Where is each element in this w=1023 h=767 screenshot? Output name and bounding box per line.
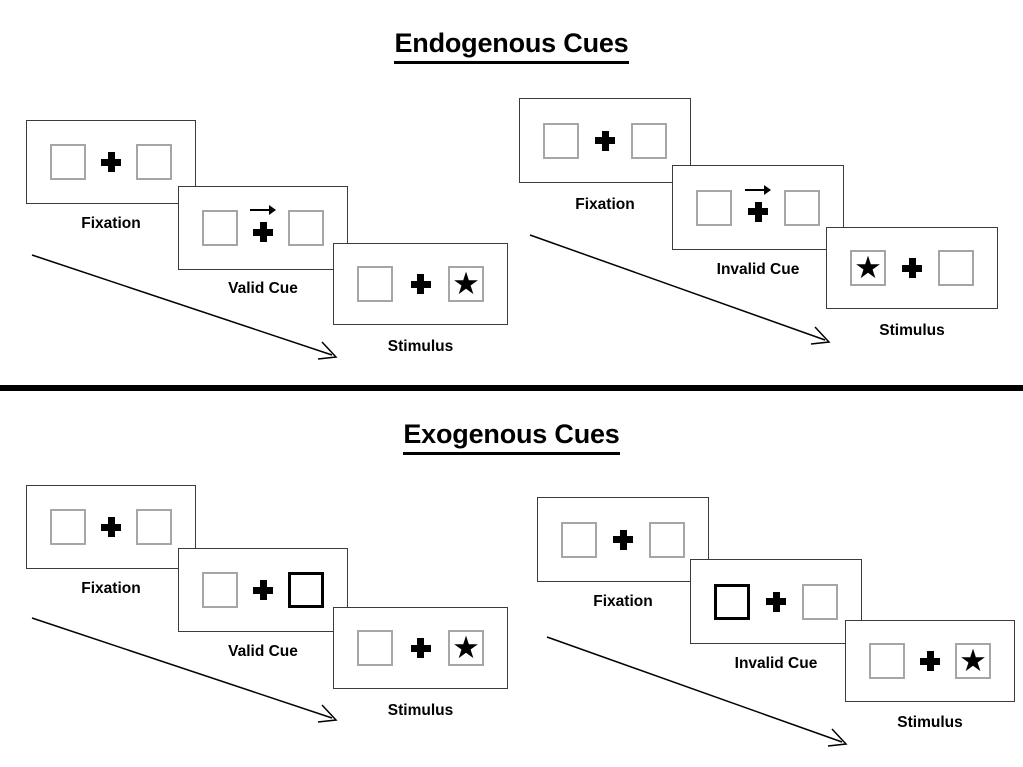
panel-exogenous-valid-cue[interactable] [178, 548, 348, 632]
panel-content: ★ [846, 621, 1014, 701]
cue-box-left [50, 509, 86, 545]
star-stimulus-icon: ★ [854, 250, 882, 285]
cue-box-right-with-stimulus: ★ [448, 630, 484, 666]
arrow-shaft [745, 188, 767, 191]
panel-content [673, 166, 843, 249]
stage-label-exogenous-valid-cue: Valid Cue [228, 643, 298, 660]
panel-endogenous-valid-stimulus[interactable]: ★ [333, 243, 508, 325]
stage-label-exogenous-invalid-fixation: Fixation [593, 593, 653, 610]
cue-box-right [136, 509, 172, 545]
cue-box-right [136, 144, 172, 180]
cue-box-right-highlighted [288, 572, 324, 608]
panel-exogenous-valid-stimulus[interactable]: ★ [333, 607, 508, 689]
cue-box-left-with-stimulus: ★ [850, 250, 886, 286]
star-stimulus-icon: ★ [959, 643, 987, 678]
panel-endogenous-valid-cue[interactable] [178, 186, 348, 270]
panel-exogenous-invalid-stimulus[interactable]: ★ [845, 620, 1015, 702]
stage-label-endogenous-valid-fixation: Fixation [81, 215, 141, 232]
cue-box-right [938, 250, 974, 286]
cue-box-left [561, 521, 597, 558]
panel-content: ★ [827, 228, 997, 308]
time-arrow-exogenous-valid [30, 615, 350, 730]
panel-exogenous-invalid-fixation[interactable] [537, 497, 709, 582]
panel-content [179, 549, 347, 631]
cue-box-right [631, 122, 667, 159]
fixation-cross-icon [902, 258, 922, 278]
fixation-cross-icon [613, 529, 633, 550]
stage-label-endogenous-valid-cue: Valid Cue [228, 280, 298, 297]
fixation-cross-icon [410, 274, 431, 294]
star-stimulus-icon: ★ [452, 630, 480, 665]
cue-box-left [202, 572, 238, 608]
arrow-shaft [250, 209, 272, 211]
cue-box-left-highlighted [714, 583, 750, 620]
stage-label-endogenous-invalid-fixation: Fixation [575, 196, 635, 213]
stage-label-exogenous-valid-stimulus: Stimulus [387, 702, 454, 719]
cue-box-right-with-stimulus: ★ [448, 266, 484, 302]
stage-label-endogenous-valid-stimulus: Stimulus [387, 338, 454, 355]
fixation-cross-icon [101, 152, 121, 172]
cue-box-left [696, 189, 732, 226]
cue-box-left [543, 122, 579, 159]
arrow-right-cue-icon [250, 205, 276, 215]
cue-box-left [357, 266, 393, 302]
fixation-cross-icon [101, 517, 121, 537]
arrow-head [764, 184, 771, 195]
panel-content [27, 486, 195, 568]
panel-endogenous-invalid-fixation[interactable] [519, 98, 691, 183]
stage-label-exogenous-valid-fixation: Fixation [81, 580, 141, 597]
panel-content [538, 498, 708, 581]
fixation-cross-icon [748, 201, 768, 222]
panel-content [520, 99, 690, 182]
stage-label-exogenous-invalid-cue: Invalid Cue [734, 655, 818, 672]
fixation-cross-icon [920, 651, 940, 671]
panel-content: ★ [334, 608, 507, 688]
stage-label-endogenous-invalid-cue: Invalid Cue [716, 261, 800, 278]
section-title-endogenous-text: Endogenous Cues [394, 28, 629, 64]
cue-box-left [202, 210, 238, 246]
panel-exogenous-valid-fixation[interactable] [26, 485, 196, 569]
panel-content [27, 121, 195, 203]
fixation-cross-icon [410, 638, 431, 658]
section-title-endogenous: Endogenous Cues [0, 28, 1023, 64]
section-title-exogenous: Exogenous Cues [0, 419, 1023, 455]
section-divider [0, 385, 1023, 391]
panel-content: ★ [334, 244, 507, 324]
cue-box-left [869, 643, 905, 679]
fixation-cross-icon [766, 591, 786, 612]
panel-endogenous-invalid-cue[interactable] [672, 165, 844, 250]
panel-content [179, 187, 347, 269]
time-arrow-endogenous-invalid [528, 232, 838, 352]
cue-box-right [784, 189, 820, 226]
cue-box-right [802, 583, 838, 620]
fixation-cross-icon [253, 222, 273, 242]
fixation-cross-icon [595, 130, 615, 151]
panel-exogenous-invalid-cue[interactable] [690, 559, 862, 644]
cue-box-right [288, 210, 324, 246]
panel-content [691, 560, 861, 643]
arrow-right-cue-icon [745, 184, 771, 195]
time-arrow-exogenous-invalid [545, 634, 855, 754]
arrow-head [269, 205, 276, 215]
time-arrow-endogenous-valid [30, 252, 350, 367]
panel-endogenous-invalid-stimulus[interactable]: ★ [826, 227, 998, 309]
stage-label-exogenous-invalid-stimulus: Stimulus [897, 714, 963, 731]
cue-box-right [649, 521, 685, 558]
fixation-cross-icon [253, 580, 273, 600]
cue-box-left [357, 630, 393, 666]
panel-endogenous-valid-fixation[interactable] [26, 120, 196, 204]
stage-label-endogenous-invalid-stimulus: Stimulus [879, 322, 945, 339]
star-stimulus-icon: ★ [452, 266, 480, 301]
section-title-exogenous-text: Exogenous Cues [403, 419, 620, 455]
cue-box-left [50, 144, 86, 180]
cue-box-right-with-stimulus: ★ [955, 643, 991, 679]
